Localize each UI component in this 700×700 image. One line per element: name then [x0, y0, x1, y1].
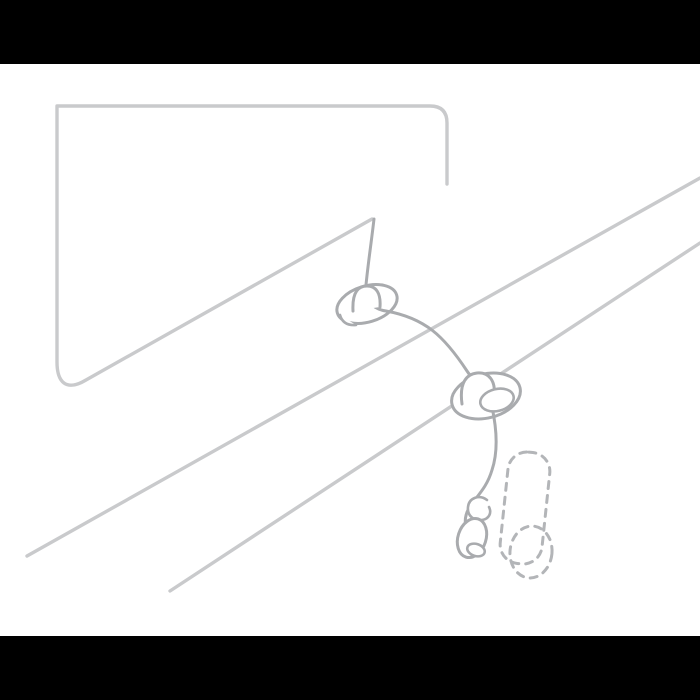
plug-ghost-body-outline	[498, 450, 552, 566]
wall-floor-edge-upper-line	[25, 176, 700, 558]
cable-clip-small-strap	[351, 284, 382, 313]
letterbox-top	[0, 0, 700, 64]
cable-clip-small-tab	[338, 313, 358, 327]
cord-end-face	[465, 542, 487, 558]
letterbox-bottom	[0, 636, 700, 700]
cable-clip-large-cap	[478, 387, 516, 413]
cord-retainer-curl	[466, 495, 492, 522]
plug-ghost-face-outline	[508, 524, 554, 580]
appliance-panel-outline	[55, 104, 449, 387]
wall-floor-edge-lower-line	[168, 241, 700, 593]
